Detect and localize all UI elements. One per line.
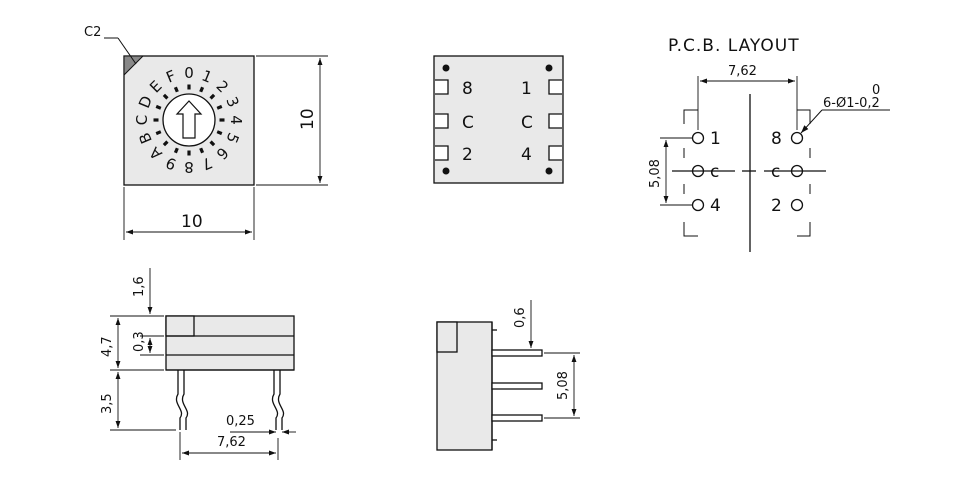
dial-digit-c: C xyxy=(133,115,151,125)
dial-tick xyxy=(187,150,191,156)
top-height-dim: 10 xyxy=(298,108,318,130)
front-dim-pitch: 7,62 xyxy=(217,435,246,450)
pcb-pin-label-right-3: 2 xyxy=(771,196,782,216)
dial-tick xyxy=(155,104,162,110)
front-view: 1,6 0,3 4,7 3,5 0,25 7,62 xyxy=(100,268,296,460)
dial-tick xyxy=(162,93,169,100)
pcb-layout-title: P.C.B. LAYOUT xyxy=(668,36,800,56)
pcb-pitch-y: 5,08 xyxy=(648,159,663,188)
arrow-up-icon xyxy=(175,100,203,139)
pcb-hole-tol-upper: 0 xyxy=(872,83,880,98)
dial-tick xyxy=(173,86,179,93)
dial-tick xyxy=(216,130,223,136)
dial-tick xyxy=(173,147,179,154)
dial-tick xyxy=(162,140,169,147)
bottom-pin-label-left-1: 8 xyxy=(462,79,473,99)
bottom-pin-label-right-1: 1 xyxy=(521,79,532,99)
front-dim-step: 0,3 xyxy=(132,331,147,352)
side-view: 0,6 5,08 xyxy=(436,300,580,451)
bottom-pin-label-left-2: C xyxy=(462,113,474,133)
dial-digit-4: 4 xyxy=(227,115,245,125)
pcb-layout: P.C.B. LAYOUT 7,62 0 6-Ø1-0,2 1 c xyxy=(648,36,890,252)
chamfer-label: C2 xyxy=(84,25,101,40)
chamfer-mark xyxy=(123,55,145,77)
dial-tick xyxy=(199,147,205,154)
dial-tick xyxy=(187,84,191,90)
dial-digit-8: 8 xyxy=(184,158,194,176)
pcb-pin-label-right-1: 8 xyxy=(771,129,782,149)
front-dim-lead-width: 0,25 xyxy=(226,414,255,429)
pcb-pin-label-left-3: 4 xyxy=(710,196,721,216)
front-dim-knob: 1,6 xyxy=(132,276,147,297)
bottom-view: 8 C 2 1 C 4 xyxy=(433,55,564,184)
dial-tick xyxy=(209,93,216,100)
dial-digit-0: 0 xyxy=(184,64,194,82)
pcb-pitch-x: 7,62 xyxy=(728,64,757,79)
bottom-pin-label-right-2: C xyxy=(521,113,533,133)
side-dim-pitch: 5,08 xyxy=(556,371,571,400)
front-dim-body: 4,7 xyxy=(100,336,115,357)
dial-tick xyxy=(209,140,216,147)
pcb-pin-label-left-2: c xyxy=(710,162,719,182)
bottom-pin-label-right-3: 4 xyxy=(521,145,532,165)
pcb-pin-label-left-1: 1 xyxy=(710,129,721,149)
top-width-dim: 10 xyxy=(181,212,203,232)
dial-tick xyxy=(216,104,223,110)
bottom-pin-label-left-3: 2 xyxy=(462,145,473,165)
dial-tick xyxy=(219,118,225,122)
pcb-hole-spec: 6-Ø1-0,2 xyxy=(823,96,880,111)
front-dim-leads: 3,5 xyxy=(100,393,115,414)
side-dim-offset: 0,6 xyxy=(513,307,528,328)
dial-tick xyxy=(155,130,162,136)
dial-tick xyxy=(153,118,159,122)
pcb-pin-label-right-2: c xyxy=(771,162,780,182)
dial-tick xyxy=(199,86,205,93)
